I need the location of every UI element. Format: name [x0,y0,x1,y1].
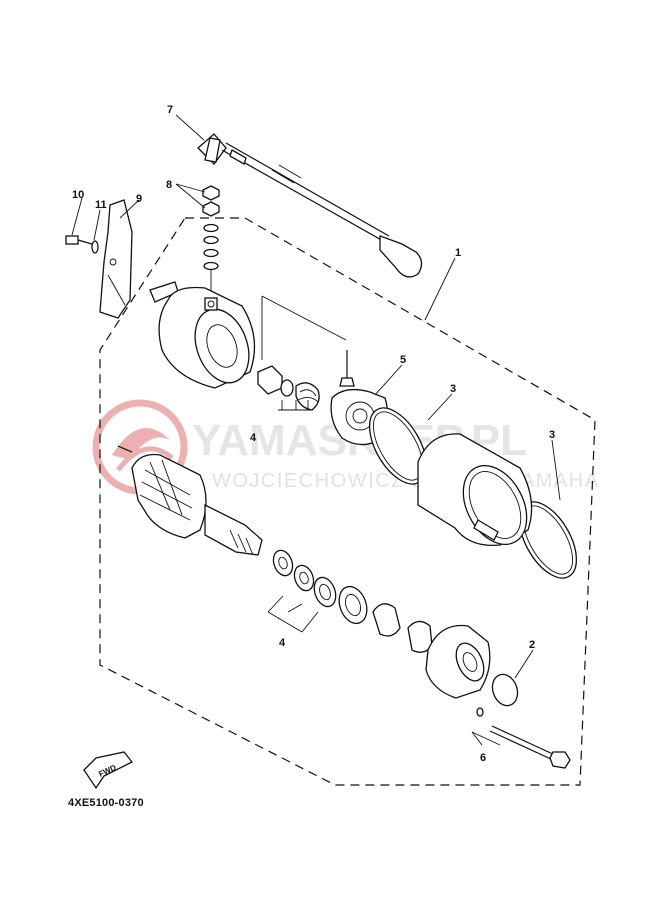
rear-cover [425,624,491,699]
callout-5: 5 [400,354,406,366]
yoke-housing [417,433,533,547]
long-bolt [489,725,571,769]
starter-cable [197,133,423,278]
front-cover [149,281,256,389]
brush-parts [257,365,320,411]
callout-8: 8 [166,179,172,191]
callout-6: 6 [480,752,486,764]
fwd-arrow-icon: FWD [83,751,134,790]
callout-3-upper: 3 [450,383,456,395]
o-ring-2 [491,673,519,707]
callouts: 7 8 9 10 11 1 5 3 3 4 4 2 6 [72,104,555,764]
callout-9: 9 [136,193,142,205]
small-o-ring [476,707,484,717]
nut-washer-stack [202,185,220,300]
callout-11: 11 [95,199,107,211]
callout-3-lower: 3 [549,429,555,441]
callout-7: 7 [167,104,173,116]
leader-lines [71,114,561,746]
callout-2: 2 [529,639,535,651]
callout-1: 1 [455,247,461,259]
callout-4-upper: 4 [250,432,257,444]
bracket-assembly [65,199,133,319]
callout-4-lower: 4 [279,637,286,649]
armature [117,445,263,556]
washers-row [267,549,433,653]
assembly-boundary [99,217,596,786]
diagram-code: 4XE5100-0370 [68,797,144,809]
callout-10: 10 [72,189,84,201]
